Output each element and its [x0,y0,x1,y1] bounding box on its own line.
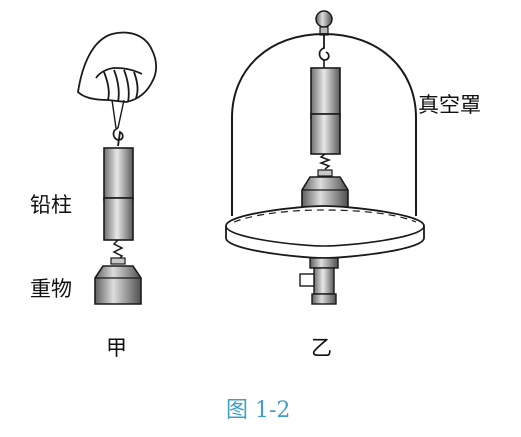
valve-icon [299,257,339,305]
label-panel-a: 甲 [106,336,127,360]
spring-icon [112,239,124,261]
label-vacuum-cover: 真空罩 [418,93,481,117]
lead-cylinders [103,147,134,241]
label-weight: 重物 [30,277,72,301]
panel-b-apparatus [225,10,425,305]
hand-icon [77,31,158,103]
base-plate [225,205,425,259]
label-lead-cylinder: 铅柱 [30,193,72,217]
knob-icon [315,10,333,28]
hook-icon [112,127,124,147]
weight-object [94,257,142,305]
figure-caption: 图 1-2 [226,398,290,423]
inner-lead-cylinders [310,67,341,155]
label-panel-b: 乙 [311,336,332,360]
inner-hook-icon [318,35,330,61]
panel-a-apparatus [77,31,158,305]
bell-jar [231,32,417,216]
